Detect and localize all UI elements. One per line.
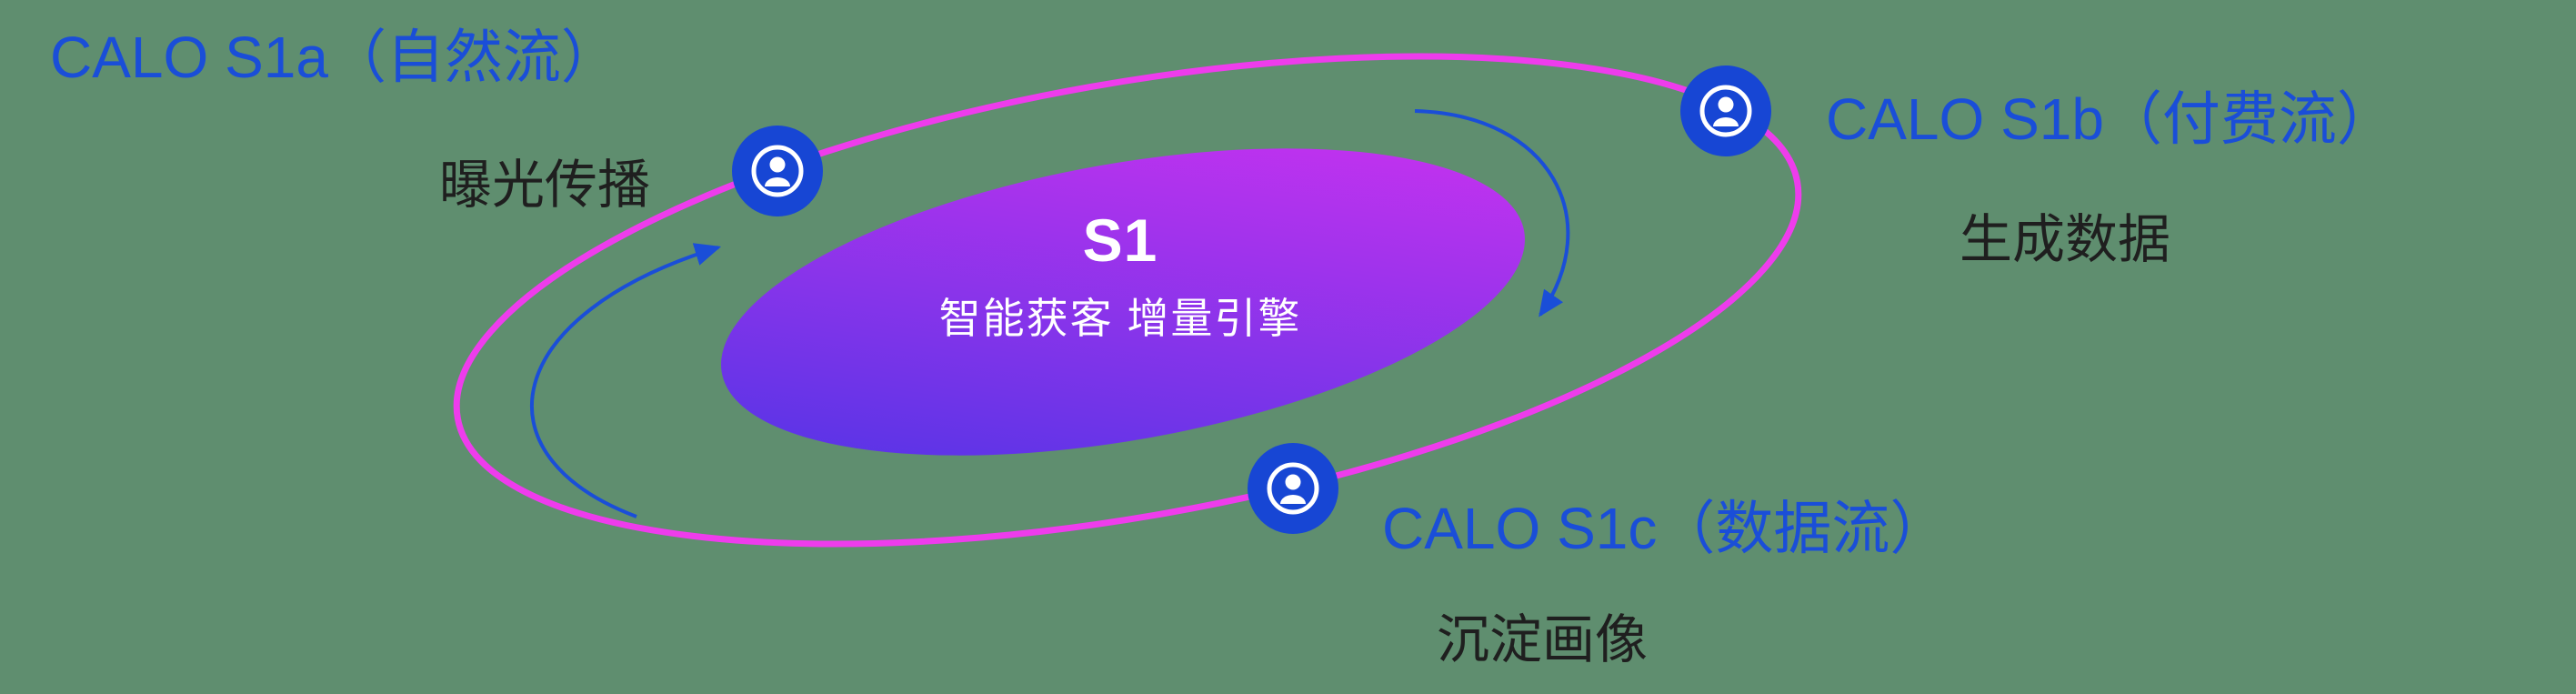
flow-arrow-left [530,243,722,518]
node-s1a-label: CALO S1a（自然流） [50,25,619,90]
user-icon-s1a [732,126,823,216]
person-shoulders [1713,117,1739,126]
person-head [769,156,786,173]
person-shoulders [765,177,790,186]
user-icon [1248,443,1338,534]
user-icon-s1b [1680,65,1771,156]
core-text: S1 智能获客 增量引擎 [802,206,1438,346]
icon-ring [1699,85,1752,137]
user-icon-s1c [1248,443,1338,534]
user-icon [732,126,823,216]
node-s1b-sublabel: 生成数据 [1960,210,2171,269]
core-subtitle: 智能获客 增量引擎 [938,295,1302,342]
icon-ring [1267,462,1319,515]
person-head [1718,96,1734,113]
person-shoulders [1280,495,1306,504]
icon-ring [751,145,804,197]
node-s1c-sublabel: 沉淀画像 [1437,610,1649,669]
node-s1a-sublabel: 曝光传播 [439,156,651,215]
core-ellipse [721,148,1525,456]
node-s1b-label: CALO S1b（付费流） [1826,86,2395,152]
node-s1c-label: CALO S1c（数据流） [1382,496,1949,561]
orbit-ellipse [453,53,1802,548]
flow-arrow-right [1414,109,1570,317]
user-icon [1680,65,1771,156]
person-head [1285,474,1301,490]
core-title: S1 [1082,206,1158,274]
